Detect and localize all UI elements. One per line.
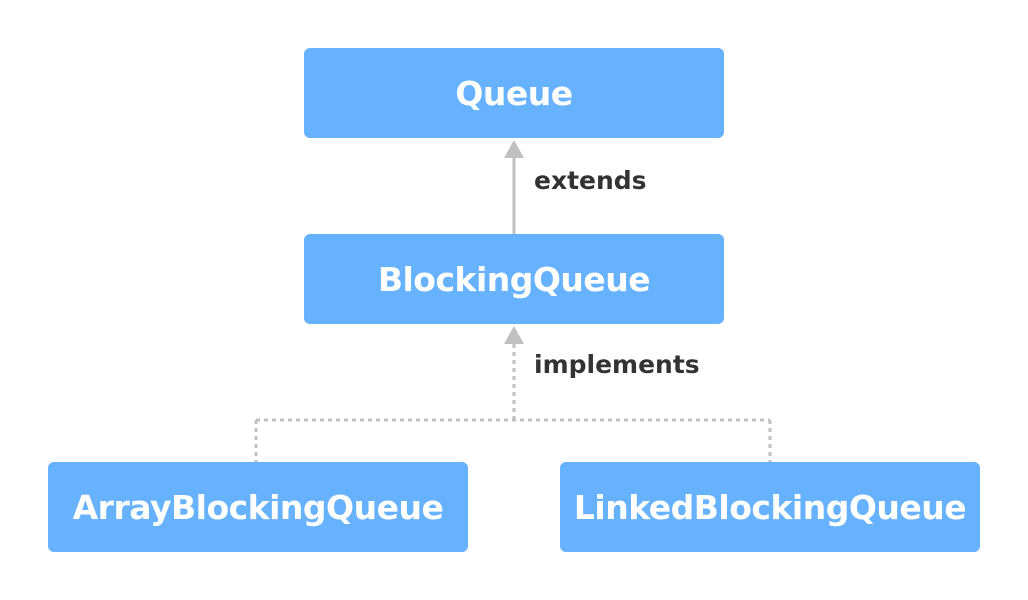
queue-node-label: Queue	[455, 73, 573, 113]
linked-blocking-queue-node: LinkedBlockingQueue	[560, 462, 980, 552]
array-blocking-queue-node: ArrayBlockingQueue	[48, 462, 468, 552]
implements-arrowhead	[504, 326, 524, 344]
implements-label: implements	[534, 350, 700, 379]
extends-label: extends	[534, 166, 647, 195]
extends-arrowhead	[504, 140, 524, 158]
array-blocking-queue-node-label: ArrayBlockingQueue	[72, 487, 444, 527]
blocking-queue-node: BlockingQueue	[304, 234, 724, 324]
blocking-queue-node-label: BlockingQueue	[377, 259, 651, 299]
linked-blocking-queue-node-label: LinkedBlockingQueue	[573, 487, 967, 527]
queue-node: Queue	[304, 48, 724, 138]
